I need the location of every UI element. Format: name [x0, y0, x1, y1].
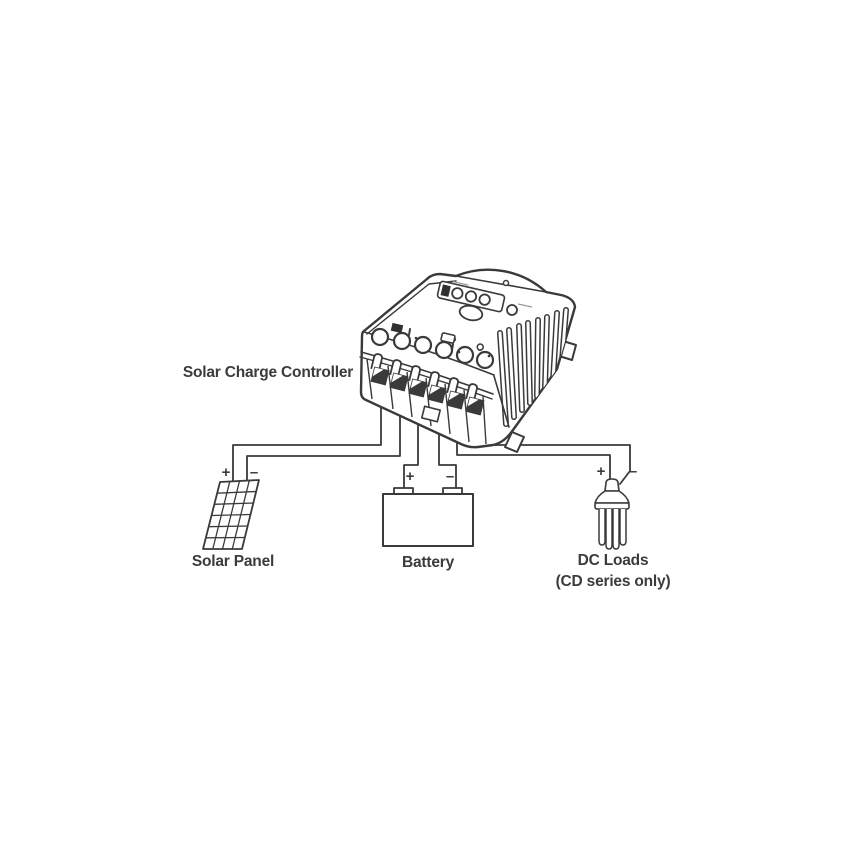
block-notch — [420, 405, 442, 423]
plus-mark-1 — [408, 328, 411, 336]
screw-terminal-1 — [370, 327, 390, 347]
wire-battery-negative — [438, 433, 457, 489]
dc-loads-label: DC Loads — [578, 552, 649, 569]
micro-print-2 — [517, 303, 533, 308]
slab-right-wall-edge — [493, 375, 510, 428]
solar-panel-label: Solar Panel — [192, 553, 274, 570]
lamp-bell — [594, 490, 630, 504]
controller-label: Solar Charge Controller — [183, 364, 353, 381]
solar-panel-icon — [390, 322, 404, 334]
lamp-tubes — [598, 509, 627, 550]
solar-status-icon — [440, 284, 451, 297]
minus-mark-3 — [487, 354, 491, 358]
terminal-slots — [370, 366, 485, 416]
status-led-1 — [451, 287, 464, 300]
screw-terminal-3 — [413, 335, 433, 355]
wire-load-negative — [476, 436, 631, 485]
lamp-icon — [476, 343, 484, 352]
status-led-2 — [464, 290, 478, 303]
minus-mark-2 — [457, 350, 461, 354]
wire-solar-negative — [246, 415, 401, 482]
battery-icon — [440, 332, 457, 344]
clamp-tabs — [370, 353, 478, 401]
screw-terminal-6 — [475, 350, 495, 370]
mode-button — [458, 304, 484, 322]
battery-graphic — [382, 487, 474, 547]
load-minus-sign: – — [629, 463, 637, 480]
polarity-marks: + – + – + – — [222, 463, 638, 485]
solar-minus-sign: – — [250, 464, 258, 481]
battery-minus-sign: – — [446, 468, 454, 485]
speaker-bulge-chord — [455, 275, 547, 293]
battery-plus-sign: + — [406, 468, 415, 485]
battery-outline — [382, 493, 474, 547]
plus-mark-2 — [451, 343, 454, 351]
wire-solar-positive — [232, 406, 382, 482]
screw-terminal-4 — [434, 340, 454, 360]
bulge-pin-hole — [502, 279, 510, 287]
load-plus-sign: + — [597, 463, 606, 480]
controller-top-face — [366, 275, 547, 335]
solar-charge-controller-graphic — [359, 268, 577, 453]
minus-mark-1 — [414, 336, 418, 340]
solar-panel-graphic — [202, 479, 260, 550]
mounting-ear-bottom — [504, 431, 525, 453]
screw-terminal-5 — [455, 345, 475, 365]
solar-panel-grid — [205, 480, 257, 550]
terminal-block — [359, 351, 494, 445]
led-panel — [436, 280, 506, 313]
aux-led — [506, 304, 518, 316]
screw-terminal-2 — [392, 331, 412, 351]
terminal-chamfer — [363, 322, 510, 428]
dc-loads-note-label: (CD series only) — [556, 573, 671, 590]
battery-label: Battery — [402, 554, 455, 571]
micro-print — [452, 280, 469, 286]
status-led-3 — [478, 293, 491, 306]
wire-battery-positive — [403, 423, 419, 489]
solar-plus-sign: + — [222, 464, 231, 481]
lamp-band — [594, 502, 630, 510]
dc-load-lamp-graphic — [594, 478, 630, 550]
lamp-cap — [604, 478, 620, 492]
text-labels: Solar Charge Controller Solar Panel Batt… — [183, 364, 671, 590]
